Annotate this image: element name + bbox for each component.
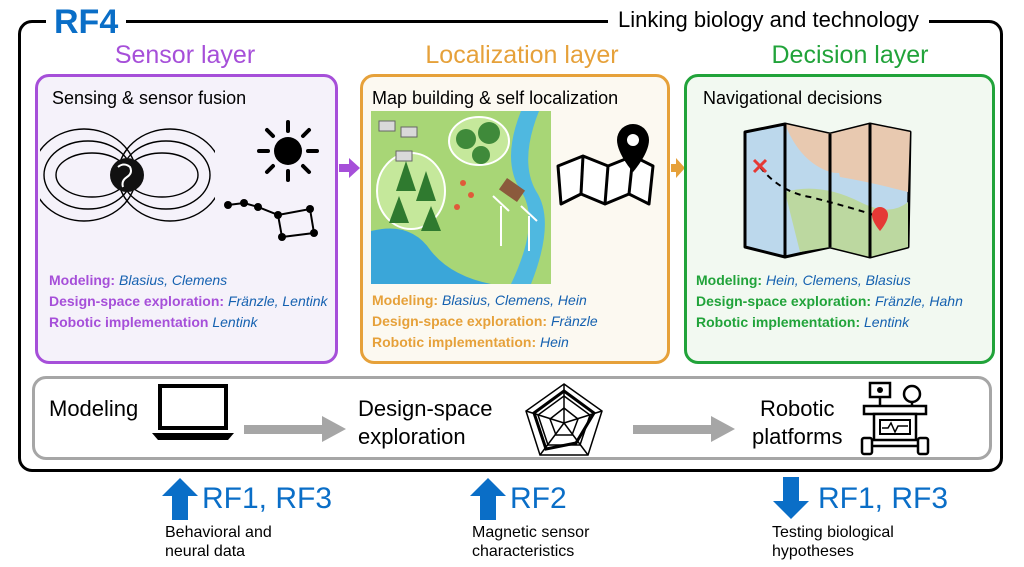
treasure-map-icon (743, 122, 912, 259)
pipeline-dse-line1: Design-space (358, 396, 493, 421)
location-map-icon (556, 124, 655, 206)
sensor-credit-modeling: Modeling: Blasius, Clemens (49, 272, 228, 288)
sun-icon (257, 120, 319, 182)
link-3-label: RF1, RF3 (818, 482, 949, 515)
sensor-credit-dse: Design-space exploration: Fränzle, Lenti… (49, 293, 328, 309)
localization-credit-robotic: Robotic implementation: Hein (372, 334, 569, 350)
tagline: Linking biology and technology (608, 6, 929, 34)
constellation-icon (224, 199, 318, 241)
link-2-desc-line2: characteristics (472, 543, 575, 560)
link-1-desc-line1: Behavioral and (165, 524, 272, 541)
link-1-desc-line2: neural data (165, 543, 246, 560)
decision-layer-title: Decision layer (771, 41, 929, 69)
pipeline-robotic: Robotic platforms (752, 395, 842, 451)
magnetic-field-icon (40, 128, 215, 222)
decision-credit-dse: Design-space exploration: Fränzle, Hahn (696, 293, 963, 309)
landscape-map-icon (371, 111, 551, 284)
sensor-to-localization-arrow (339, 158, 360, 178)
pipeline-dse-line2: exploration (358, 424, 466, 449)
robot-icon (860, 381, 930, 456)
pipeline-modeling: Modeling (49, 396, 139, 421)
localization-credit-dse: Design-space exploration: Fränzle (372, 313, 598, 329)
pipeline-arrow-2 (633, 416, 735, 442)
pipeline-robotic-line1: Robotic (759, 396, 835, 421)
sensor-layer-title: Sensor layer (114, 41, 256, 69)
laptop-icon (152, 384, 234, 440)
link-2-desc: Magnetic sensor characteristics (472, 523, 589, 561)
decision-credit-robotic: Robotic implementation: Lentink (696, 314, 910, 330)
sensor-panel-title: Sensing & sensor fusion (52, 88, 247, 108)
rf4-title: RF4 (46, 2, 127, 42)
localization-to-decision-arrow (671, 158, 685, 178)
localization-credits: Modeling: Blasius, Clemens, Hein Design-… (372, 290, 667, 353)
link-3-down-arrow (773, 477, 809, 519)
link-2-up-arrow (470, 478, 506, 520)
radar-chart-icon (525, 383, 603, 456)
localization-panel-title: Map building & self localization (372, 88, 619, 108)
link-3-desc: Testing biological hypotheses (772, 523, 894, 561)
rf4-frame (18, 20, 1003, 472)
link-1-label: RF1, RF3 (202, 482, 333, 515)
sensor-credits: Modeling: Blasius, Clemens Design-space … (49, 270, 334, 333)
localization-credit-modeling: Modeling: Blasius, Clemens, Hein (372, 292, 587, 308)
pipeline-robotic-line2: platforms (752, 424, 843, 449)
pipeline-box (32, 376, 992, 460)
link-3-desc-line1: Testing biological (772, 524, 894, 541)
link-3-desc-line2: hypotheses (772, 543, 854, 560)
decision-credits: Modeling: Hein, Clemens, Blasius Design-… (696, 270, 991, 333)
localization-layer-title: Localization layer (425, 41, 619, 69)
link-2-desc-line1: Magnetic sensor (472, 524, 590, 541)
link-1-up-arrow (162, 478, 198, 520)
pipeline-dse: Design-space exploration (358, 395, 493, 451)
decision-panel-title: Navigational decisions (703, 88, 883, 108)
decision-credit-modeling: Modeling: Hein, Clemens, Blasius (696, 272, 911, 288)
link-2-label: RF2 (510, 482, 567, 515)
sensor-credit-robotic: Robotic implementation Lentink (49, 314, 258, 330)
link-1-desc: Behavioral and neural data (165, 523, 272, 561)
pipeline-arrow-1 (244, 416, 346, 442)
